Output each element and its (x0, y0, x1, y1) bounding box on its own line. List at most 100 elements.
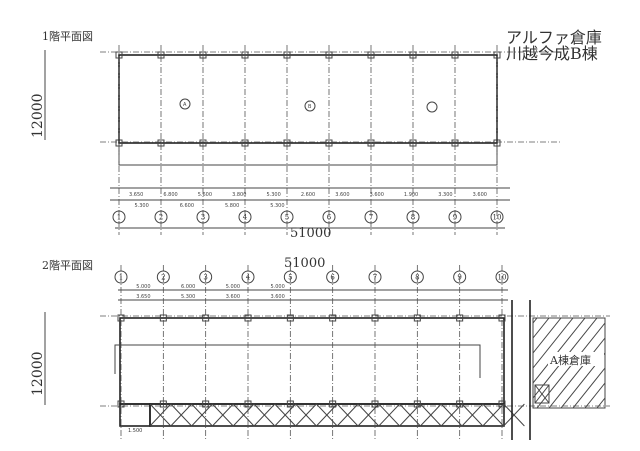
grid-marker (196, 210, 210, 224)
truss-brace (482, 403, 504, 427)
column (199, 51, 207, 59)
grid-marker (199, 270, 213, 284)
hatch-line (584, 382, 605, 408)
grid-label: 6 (330, 274, 335, 282)
column (329, 400, 337, 408)
floor1-outline (118, 54, 498, 144)
dimension-label: 3.600 (226, 294, 240, 300)
floor2-width-dim: 51000 (284, 256, 326, 271)
truss-brace (212, 403, 234, 427)
dimension-label: 5.300 (181, 294, 195, 300)
dimension-label: 3.800 (232, 192, 246, 198)
column (367, 139, 375, 147)
dimension-label: 3.600 (370, 192, 384, 198)
truss-brace (336, 403, 359, 427)
truss-brace (149, 403, 172, 427)
hatch-line (533, 318, 562, 354)
grid-marker (112, 210, 126, 224)
room-marker (426, 101, 438, 113)
column (286, 314, 294, 322)
grid-marker (406, 210, 420, 224)
column (325, 139, 333, 147)
adjacent-building (532, 317, 606, 409)
column (241, 51, 249, 59)
floor1-loading-dock (118, 143, 498, 166)
grid-label: 8 (411, 214, 415, 222)
column (159, 400, 167, 408)
grid-marker (453, 270, 467, 284)
column (325, 51, 333, 59)
dimension-label: 3.600 (270, 294, 284, 300)
row-marker-b-label: B (308, 104, 312, 110)
column (493, 139, 501, 147)
column (159, 314, 167, 322)
grid-marker (490, 210, 504, 224)
dimension-label: 3.600 (473, 192, 487, 198)
truss-brace (357, 403, 380, 427)
grid-label: 7 (373, 274, 377, 282)
column (371, 400, 379, 408)
column (493, 51, 501, 59)
column (413, 314, 421, 322)
floor2-outline (119, 317, 505, 405)
title-line1: アルファ倉庫 (506, 28, 602, 47)
grid-marker (364, 210, 378, 224)
truss-brace (420, 403, 442, 427)
column (241, 139, 249, 147)
floor1-width-dim: 51000 (290, 226, 332, 241)
column (329, 314, 337, 322)
hatch-line (453, 318, 525, 408)
hatch-line (572, 367, 605, 408)
grid-marker (495, 270, 509, 284)
column (157, 139, 165, 147)
grid-marker (322, 210, 336, 224)
dimension-label: 5.000 (136, 284, 150, 290)
truss-brace (316, 403, 338, 427)
grid-label: 3 (203, 274, 207, 282)
grid-label: 1 (117, 214, 121, 222)
truss-brace (440, 403, 463, 427)
dimension-label: 5.000 (226, 284, 240, 290)
grid-marker (156, 270, 170, 284)
column (409, 139, 417, 147)
truss-brace (378, 403, 400, 427)
floor1-depth-dim: 12000 (30, 93, 46, 138)
truss-brace (232, 403, 255, 427)
adjacent-stair (534, 384, 550, 404)
column (409, 51, 417, 59)
dimension-label: 2.600 (301, 192, 315, 198)
row-marker-b (304, 100, 316, 112)
grid-marker (448, 210, 462, 224)
column (202, 314, 210, 322)
floor1-title: 1階平面図 (42, 30, 93, 43)
floor2-depth-dim: 12000 (30, 351, 46, 396)
grid-label: 2 (159, 214, 163, 222)
hatch-line (533, 318, 574, 369)
dimension-label: 3.600 (335, 192, 349, 198)
grid-label: 4 (246, 274, 251, 282)
grid-label: 7 (369, 214, 373, 222)
stair-dim: 1.500 (128, 428, 143, 434)
dimension-label: 3.650 (136, 294, 150, 300)
grid-label: 10 (498, 274, 507, 282)
dimension-label: 5.300 (134, 203, 148, 209)
column (367, 51, 375, 59)
truss-brace (253, 403, 276, 427)
dimension-label: 3.650 (129, 192, 143, 198)
floor2-inner-line (114, 344, 481, 378)
grid-marker (280, 210, 294, 224)
truss-brace (503, 403, 525, 427)
floor2-title: 2階平面図 (42, 259, 93, 272)
row-marker-a-label: A (183, 102, 187, 108)
grid-label: 5 (285, 214, 289, 222)
grid-label: 8 (415, 274, 419, 282)
column (456, 314, 464, 322)
column (451, 51, 459, 59)
grid-label: 3 (201, 214, 205, 222)
grid-marker (238, 210, 252, 224)
truss-brace (399, 403, 421, 427)
truss-brace (274, 403, 296, 427)
dimension-label: 5.000 (270, 284, 284, 290)
